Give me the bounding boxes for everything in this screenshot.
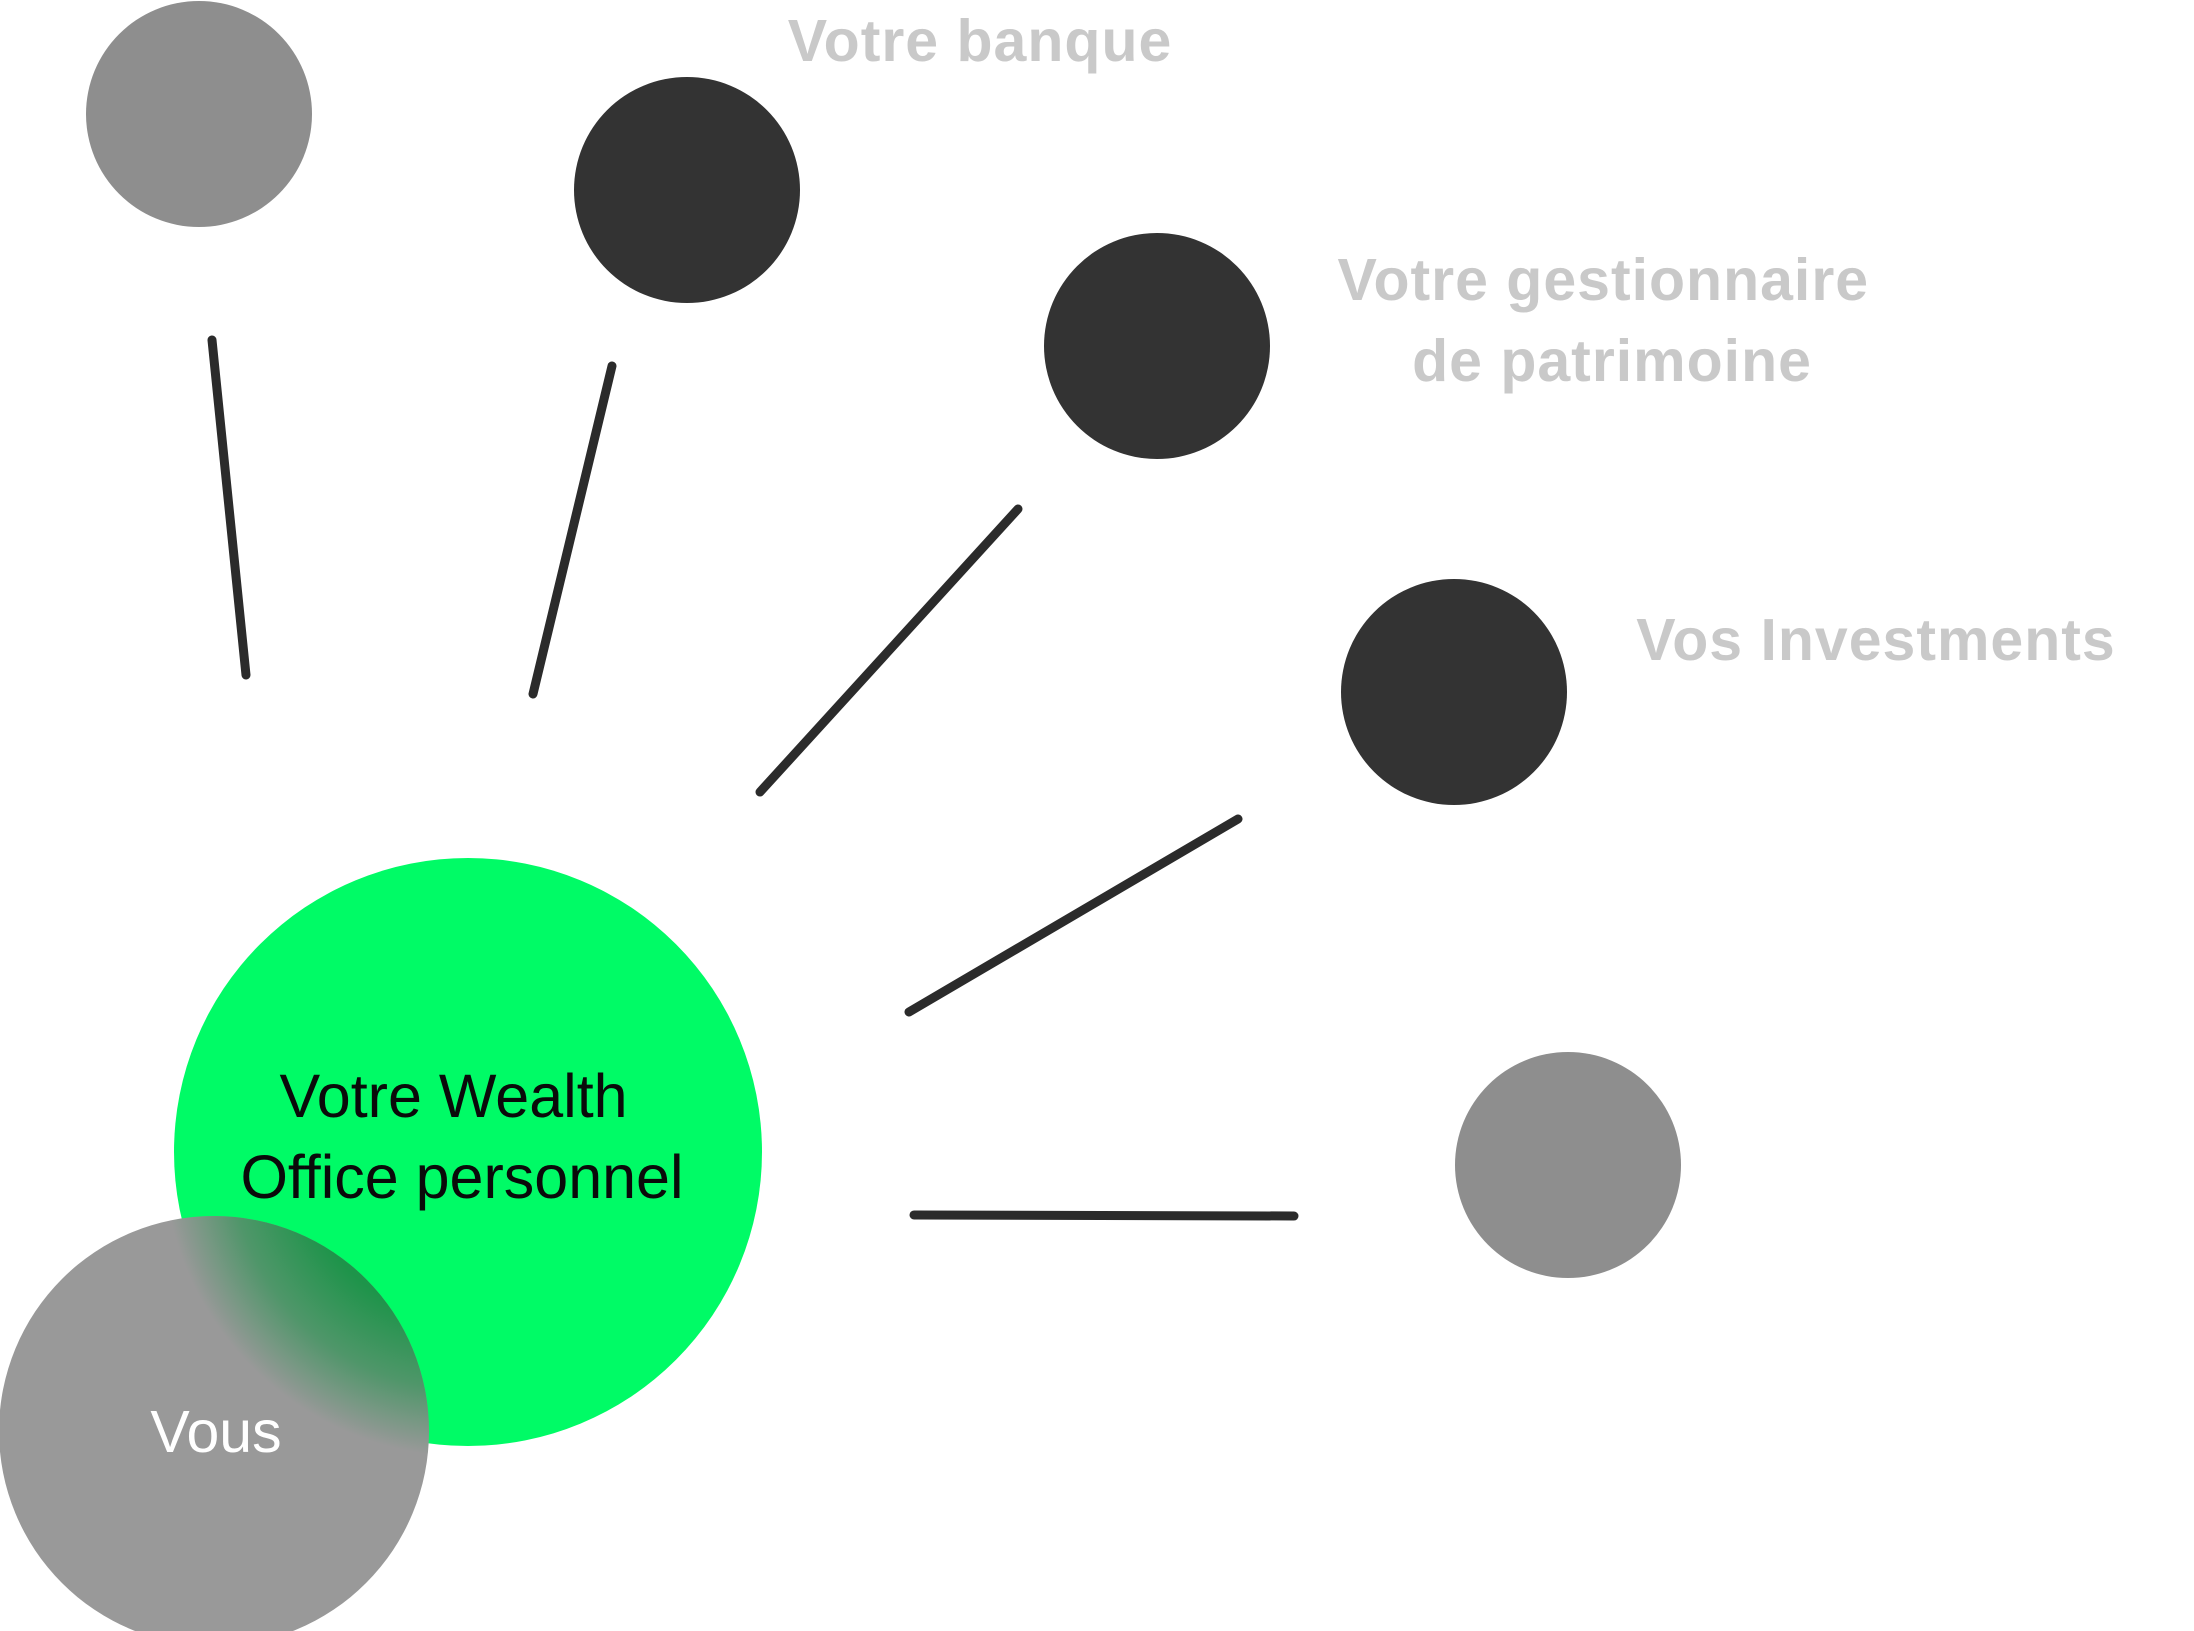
you-overlap-shading	[163, 1216, 429, 1457]
wealth-office-label: Votre Wealth Office personnel	[240, 1062, 683, 1211]
connector-wealth-manager	[755, 504, 1023, 797]
wealth-manager-label: Votre gestionnaire de patrimoine	[1337, 247, 1886, 394]
bank-node	[574, 77, 800, 303]
you-label: Vous	[150, 1399, 281, 1465]
wealth-office-label-line-1: Votre Wealth	[279, 1062, 627, 1130]
connector-bottom-right	[909, 1210, 1299, 1221]
wealth-manager-label-line-1: Votre gestionnaire	[1337, 247, 1869, 313]
wealth-office-label-line-2: Office personnel	[240, 1143, 683, 1211]
investments-node	[1341, 579, 1567, 805]
wealth-manager-node	[1044, 233, 1270, 459]
investments-label: Vos Investments	[1636, 607, 2116, 673]
wealth-manager-label-line-2: de patrimoine	[1412, 328, 1812, 394]
connector-investments	[904, 814, 1243, 1017]
connector-top-left	[207, 335, 251, 680]
bank-label: Votre banque	[788, 8, 1173, 74]
connector-bank	[528, 361, 617, 699]
bottom-right-gray-node	[1455, 1052, 1681, 1278]
top-left-gray-node	[86, 1, 312, 227]
